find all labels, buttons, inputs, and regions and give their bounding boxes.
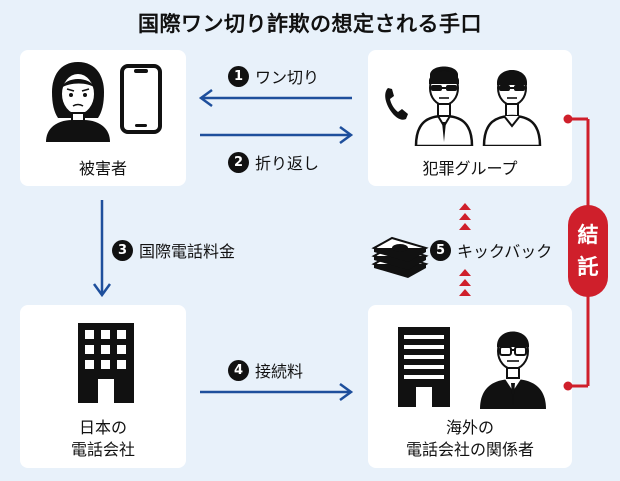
arrowhead-step-1 <box>198 88 213 108</box>
step-4-label: 4 接続料 <box>228 358 303 382</box>
building-icon <box>398 327 450 407</box>
step-text-5: キックバック <box>457 242 553 261</box>
step-text-4: 接続料 <box>255 362 304 381</box>
victim-label: 被害者 <box>78 159 127 178</box>
japan-phone-company-box: 日本の 電話会社 <box>20 305 186 468</box>
building-icon <box>78 323 134 403</box>
smartphone-icon <box>120 64 162 134</box>
overseas-associate-box: 海外の 電話会社の関係者 <box>368 305 572 468</box>
collusion-char-2: 託 <box>577 255 599 279</box>
arrowhead-step-4 <box>339 382 354 402</box>
man-glasses-icon <box>480 331 546 409</box>
arrowhead-step-3 <box>92 283 112 298</box>
japan-phone-company-label-line2: 電話会社 <box>70 440 135 459</box>
diagram-title: 国際ワン切り詐欺の想定される手口 <box>138 12 482 36</box>
step-text-3: 国際電話料金 <box>139 242 236 261</box>
step-number-4: 4 <box>228 359 249 381</box>
victim-box: 被害者 <box>20 50 186 186</box>
step-number-5: 5 <box>430 239 451 261</box>
overseas-associate-label-line1: 海外の <box>445 418 494 437</box>
criminal-men-icon <box>414 66 542 146</box>
step-number-3: 3 <box>112 239 133 261</box>
step-text-1: ワン切り <box>255 68 320 87</box>
step-2-label: 2 折り返し <box>228 150 319 174</box>
step-3-label: 3 国際電話料金 <box>112 238 235 262</box>
collusion-badge: 結 託 <box>568 205 608 297</box>
kickback-arrows <box>459 203 471 296</box>
money-stack-icon <box>371 236 429 278</box>
phone-handset-icon <box>385 88 408 120</box>
arrowhead-step-2 <box>339 125 354 145</box>
japan-phone-company-label-line1: 日本の <box>78 418 127 437</box>
criminal-group-label: 犯罪グループ <box>422 159 518 178</box>
step-text-2: 折り返し <box>255 154 320 173</box>
step-1-label: 1 ワン切り <box>228 64 319 88</box>
step-5-label: 5 キックバック <box>430 238 552 262</box>
overseas-associate-label-line2: 電話会社の関係者 <box>405 440 534 459</box>
collusion-char-1: 結 <box>577 223 599 247</box>
step-number-1: 1 <box>228 65 249 87</box>
criminal-group-box: 犯罪グループ <box>368 50 572 186</box>
step-number-2: 2 <box>228 151 249 173</box>
woman-icon <box>46 62 110 142</box>
